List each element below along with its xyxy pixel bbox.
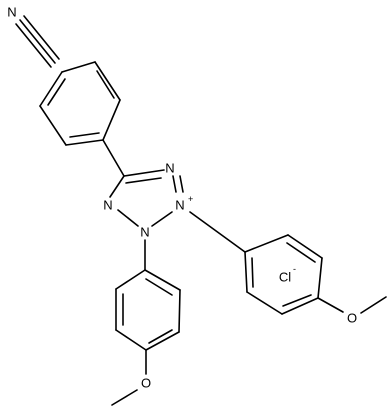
- right-methoxyphenyl-ring: [244, 234, 323, 315]
- lower-methoxyphenyl-ring: [115, 269, 181, 351]
- right-o-methyl-bond: [360, 296, 387, 314]
- positive-charge: +: [188, 194, 193, 204]
- tetrazole-n-top: N: [165, 161, 174, 176]
- cyanophenyl-ring: [39, 61, 121, 146]
- aryl-tetrazole-bond: [102, 139, 125, 177]
- negative-charge: -: [293, 264, 296, 274]
- tetrazole-n-left: N: [103, 198, 112, 213]
- nitrile-n: N: [7, 5, 16, 20]
- lower-o-methyl-bond: [111, 389, 138, 406]
- lower-oxygen: O: [141, 376, 151, 391]
- chloride-counterion: Cl: [279, 270, 291, 285]
- tetrazole-n-right: N: [175, 198, 184, 213]
- n-aryl-bond-right: [189, 211, 246, 253]
- right-oxygen: O: [347, 311, 357, 326]
- tetrazole-n-bottom: N: [140, 225, 149, 240]
- right-c-o-bond: [317, 297, 344, 313]
- tetrazole-ring: [109, 169, 184, 227]
- nitrile-triple-bond: [15, 15, 60, 68]
